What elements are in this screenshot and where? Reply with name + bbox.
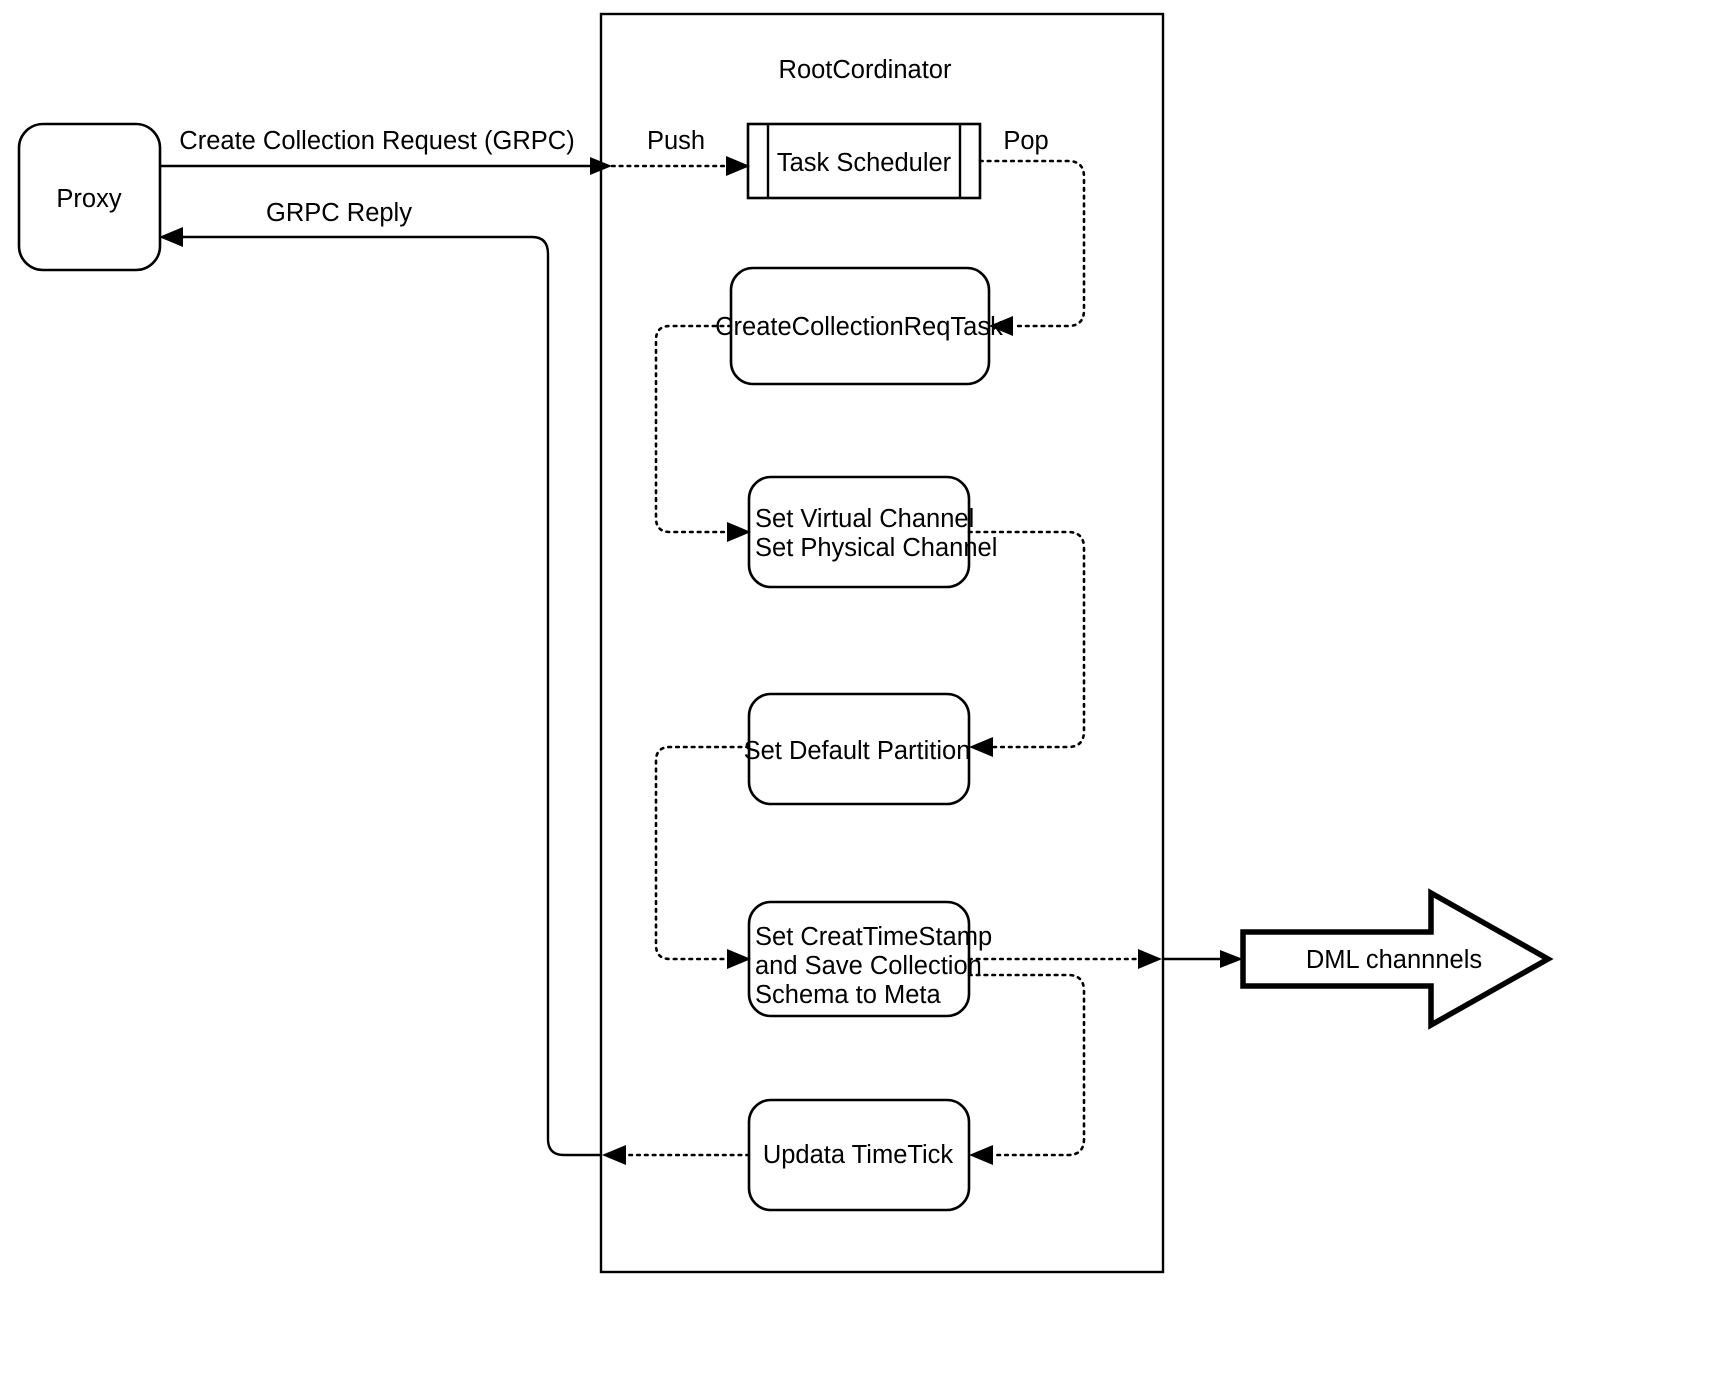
edge-timetick-out-arrowhead	[602, 1145, 626, 1165]
edge-timestamp-to-dml-arrowhead	[1220, 950, 1243, 968]
edge-push-arrowhead	[726, 156, 750, 176]
proxy-label: Proxy	[56, 185, 121, 213]
edge-create-collection-request-arrowhead	[590, 157, 612, 175]
update-timetick-label: Updata TimeTick	[763, 1141, 954, 1169]
edge-partition-to-timestamp-line	[654, 745, 751, 961]
edge-task-to-channels-arrowhead	[727, 522, 751, 542]
edge-create-collection-request-label: Create Collection Request (GRPC)	[179, 127, 574, 155]
edge-channels-to-partition-line	[967, 530, 1086, 749]
set-channels-label-line1: Set Virtual Channel	[755, 505, 974, 533]
edge-pop-line	[978, 159, 1086, 328]
edge-channels-to-partition-arrowhead	[969, 737, 993, 757]
task-scheduler-label: Task Scheduler	[777, 149, 952, 177]
proxy-node[interactable]	[17, 122, 162, 272]
create-collection-req-task-label: CreateCollectionReqTask	[715, 313, 1003, 341]
edge-partition-to-timestamp-arrowhead	[727, 949, 751, 969]
edge-timestamp-to-timetick-arrowhead	[969, 1145, 993, 1165]
edge-grpc-reply-label: GRPC Reply	[266, 199, 412, 227]
set-timestamp-meta-label-line2: and Save Collection	[755, 952, 982, 980]
task-scheduler-node[interactable]	[746, 122, 982, 200]
dml-channels-label: DML channnels	[1306, 946, 1482, 974]
edge-push-label: Push	[647, 127, 705, 155]
edge-timestamp-to-dml-arrowhead-border	[1138, 949, 1162, 969]
edge-grpc-reply-line	[182, 235, 601, 1157]
edge-task-to-channels-line	[654, 324, 733, 534]
set-timestamp-meta-label-line3: Schema to Meta	[755, 981, 941, 1009]
set-channels-label-line2: Set Physical Channel	[755, 534, 997, 562]
edge-grpc-reply-arrowhead	[159, 227, 183, 247]
set-default-partition-node[interactable]	[747, 692, 971, 806]
rootcoordinator-container	[599, 12, 1165, 1274]
dml-channels-node[interactable]	[1240, 888, 1554, 1030]
set-default-partition-label: Set Default Partition	[744, 737, 971, 765]
rootcoordinator-label: RootCordinator	[779, 56, 952, 84]
edge-timestamp-to-timetick-line	[967, 973, 1086, 1157]
set-timestamp-meta-label-line1: Set CreatTimeStamp	[755, 923, 992, 951]
edge-pop-label: Pop	[1003, 127, 1048, 155]
edge-pop-arrowhead	[989, 316, 1013, 336]
